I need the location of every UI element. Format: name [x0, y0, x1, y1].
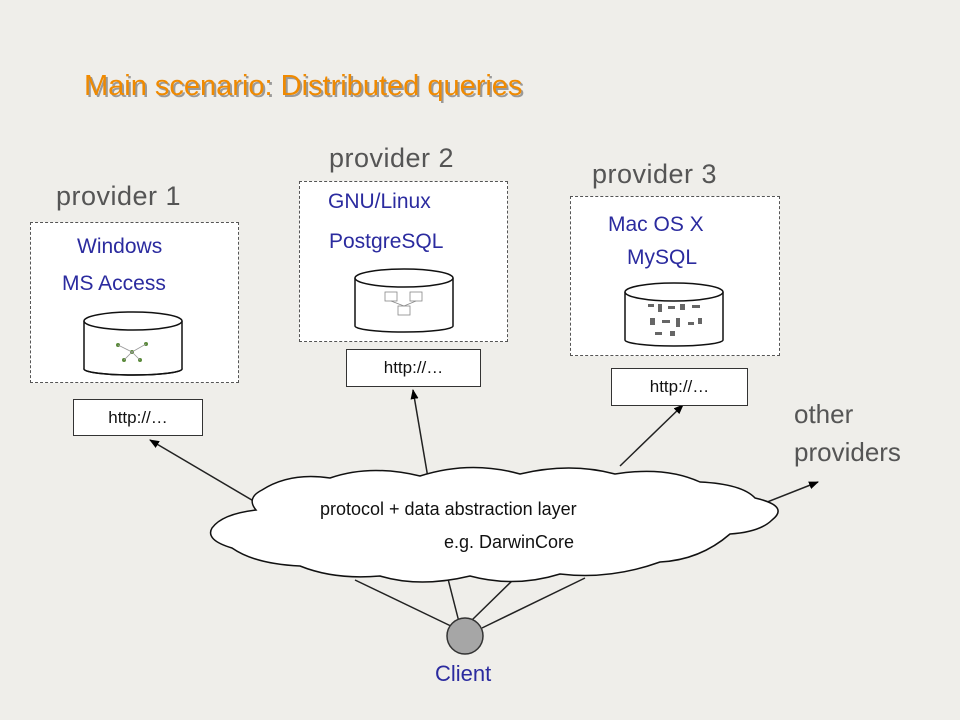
provider-2-db: PostgreSQL	[329, 230, 444, 253]
provider-3-url-box: http://…	[611, 368, 748, 406]
provider-3-os: Mac OS X	[608, 213, 704, 236]
other-providers-line-1: other	[794, 399, 854, 429]
provider-3-label: provider 3	[592, 159, 718, 189]
cloud-text-line-2: e.g. DarwinCore	[444, 532, 575, 552]
client-node	[446, 617, 484, 655]
provider-1-os: Windows	[77, 235, 163, 258]
provider-2-label: provider 2	[329, 143, 455, 173]
provider-2-os: GNU/Linux	[328, 190, 431, 213]
arrow-to-provider-1	[149, 439, 263, 507]
client-connection-lines	[354, 574, 586, 629]
provider-1-url-box: http://…	[73, 399, 203, 436]
cloud-text-line-1: protocol + data abstraction layer	[320, 499, 577, 519]
arrow-to-provider-3	[619, 404, 684, 467]
client-label: Client	[435, 661, 492, 686]
database-icon	[83, 311, 183, 376]
other-providers-label: other providers	[794, 395, 901, 471]
database-icon	[354, 268, 454, 333]
slide-title: Main scenario: Distributed queries	[84, 70, 523, 102]
other-providers-line-2: providers	[794, 437, 901, 467]
provider-3-db: MySQL	[627, 246, 698, 269]
provider-1-label: provider 1	[56, 181, 182, 211]
provider-2-url-box: http://…	[346, 349, 481, 387]
provider-1-db: MS Access	[62, 272, 166, 295]
arrow-to-provider-2	[410, 389, 429, 479]
abstraction-layer-cloud	[209, 466, 779, 583]
database-icon	[624, 282, 724, 347]
